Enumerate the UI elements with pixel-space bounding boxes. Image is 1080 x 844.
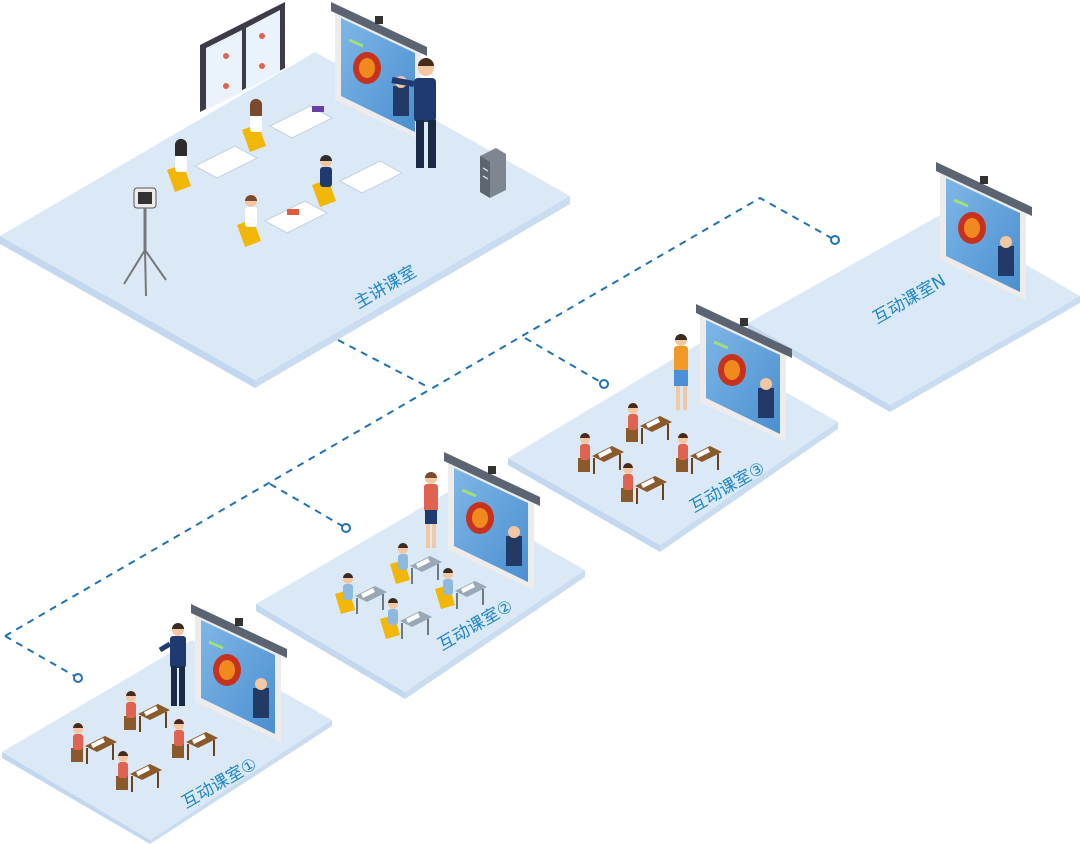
- connector-endpoints: [73, 235, 840, 683]
- room-1-platform: [2, 640, 332, 840]
- interactive-room-1: 互动课室①: [2, 602, 332, 844]
- room1-connector: [4, 635, 79, 679]
- endpoint-room-2: [341, 523, 351, 533]
- tripod-camera: [123, 187, 167, 297]
- room-2-platform: [256, 492, 585, 692]
- interactive-room-3: 互动课室③: [508, 302, 838, 552]
- server-tower: [480, 148, 506, 198]
- backbone-connector: [4, 196, 836, 637]
- main-classroom-students: [167, 98, 404, 247]
- room-2-presenter: [424, 472, 438, 548]
- room-n-platform: [748, 215, 1080, 405]
- main-classroom: 主讲课室: [0, 0, 570, 388]
- network-connectors: [4, 196, 836, 679]
- room-3-platform: [508, 343, 838, 545]
- interactive-room-n: 互动课室N: [748, 160, 1080, 412]
- room2-connector: [269, 483, 347, 529]
- endpoint-room-1: [73, 673, 83, 683]
- room-3-presenter: [674, 334, 688, 410]
- main-teacher-figure: [391, 58, 436, 168]
- room-1-teacher: [158, 623, 186, 706]
- video-wall-display: [200, 2, 285, 112]
- endpoint-room-n: [830, 235, 840, 245]
- endpoint-room-3: [599, 379, 609, 389]
- interactive-room-2: 互动课室②: [256, 450, 585, 699]
- main-room-connector: [337, 339, 429, 388]
- room3-connector: [524, 337, 605, 385]
